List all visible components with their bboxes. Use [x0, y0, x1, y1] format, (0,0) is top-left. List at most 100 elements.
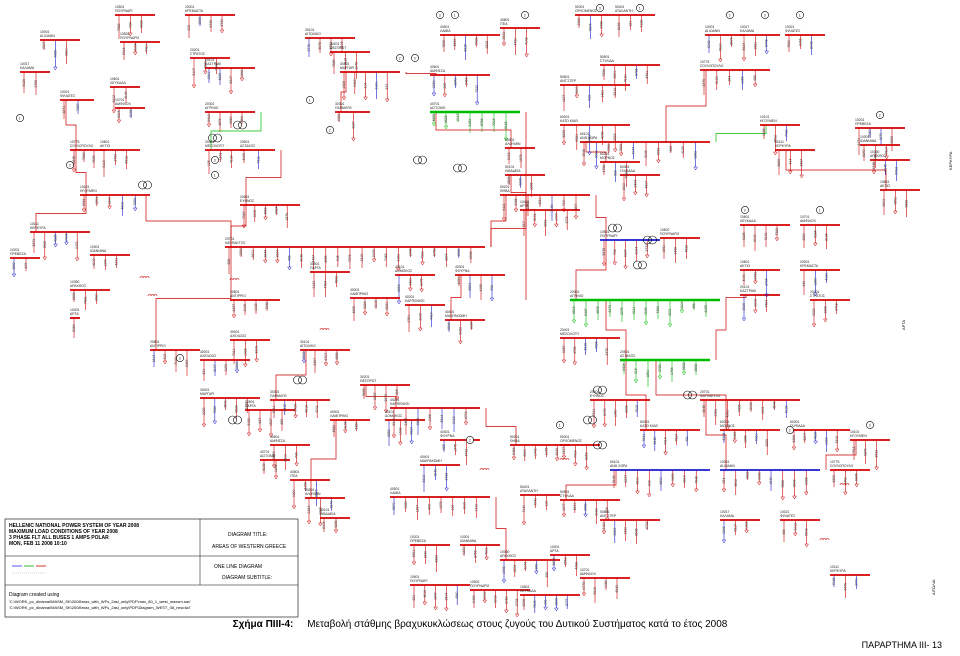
- bus-id: 10775: [830, 460, 840, 464]
- branch-value: 6943: [615, 585, 619, 593]
- branch-value: 8266: [792, 435, 796, 443]
- generator-number: 3: [869, 423, 871, 427]
- branch-value: 1426: [342, 81, 346, 89]
- branch-value: 5975: [318, 42, 322, 50]
- title-block: HELLENIC NATIONAL POWER SYSTEM OF YEAR 2…: [4, 518, 299, 618]
- branch-value: 7477: [562, 447, 566, 455]
- branch-value: 6945: [855, 473, 859, 481]
- bus-name: ΛΕΥΚΑΔΑ: [520, 589, 537, 593]
- branch-value: 3345: [883, 164, 887, 172]
- load-arrow-icon: [561, 359, 567, 364]
- bus-name: ΑΝΩ ΧΩΡΑ: [580, 136, 598, 140]
- branch-value: 2786: [600, 21, 604, 29]
- branch-value: 1624: [275, 250, 279, 258]
- branch-value: 1193: [224, 364, 228, 371]
- branch-value: 1231: [462, 547, 466, 555]
- transformer-icon: [643, 235, 652, 245]
- generator-icon: [866, 421, 874, 429]
- bus-name: ΑΛΟΥΜΙΝ: [305, 492, 321, 496]
- bus-id: 10350: [70, 280, 80, 284]
- branch-value: 4803: [120, 202, 124, 210]
- branch-value: 314: [364, 83, 368, 89]
- load-arrow-icon: [351, 137, 356, 142]
- branch-value: 7655: [53, 50, 57, 58]
- branch-value: 2848: [72, 156, 76, 164]
- bus-id: 40301: [440, 430, 450, 434]
- transformer-icon: [143, 180, 152, 190]
- branch-value: 8969: [245, 402, 249, 410]
- branch-value: 7190: [624, 74, 628, 82]
- branch-value: 1543: [644, 307, 648, 315]
- load-arrow-icon: [318, 522, 323, 527]
- bus-name: ΑΤΑΛΑΝΤΗ: [615, 9, 633, 13]
- branch-value: 3326: [318, 507, 322, 515]
- load-arrow-icon: [561, 455, 567, 460]
- branch-value: 7410: [145, 44, 149, 52]
- branch-value: 125: [207, 160, 211, 166]
- reactor-icon: [819, 538, 824, 541]
- transmission-line: [365, 385, 397, 408]
- branch-value: 7077: [632, 147, 636, 155]
- branch-value: 6912: [125, 156, 129, 164]
- branch-value: 7215: [492, 118, 496, 126]
- branch-value: 2035: [418, 313, 422, 321]
- branch-value: 7258: [133, 198, 137, 206]
- load-arrow-icon: [396, 267, 401, 272]
- branch-value: 7311: [257, 156, 261, 163]
- branch-value: 7960: [787, 40, 791, 48]
- reactor-icon: [147, 294, 152, 297]
- bus-id: 10301: [860, 135, 870, 139]
- generator-number: 3: [439, 13, 441, 17]
- load-arrow-icon: [601, 530, 607, 535]
- load-arrow-icon: [341, 96, 347, 101]
- bus-name: ΚΑΣΤΡΑΚΙ: [205, 62, 221, 66]
- branch-value: 1245: [274, 464, 278, 472]
- branch-value: 2658: [694, 364, 698, 372]
- branch-value: 3810: [65, 48, 69, 56]
- branch-value: 1619: [463, 502, 467, 510]
- bus-id: 10401: [520, 200, 530, 204]
- branch-value: 606: [647, 480, 651, 486]
- branch-value: 7282: [213, 406, 217, 414]
- load-arrow-icon: [53, 243, 58, 248]
- branch-value: 5086: [832, 577, 836, 585]
- branch-value: 7382: [625, 171, 629, 179]
- branch-value: 6786: [634, 68, 638, 76]
- load-arrow-icon: [834, 448, 840, 453]
- branch-value: 4271: [115, 258, 119, 266]
- load-arrow-icon: [581, 162, 587, 167]
- bus-name: ΑΙ.ΙΩΑΝΝ: [705, 29, 720, 33]
- generator-number: 1: [819, 208, 821, 212]
- bus-id: 10775: [700, 60, 710, 64]
- branch-value: 3224: [363, 301, 367, 309]
- branch-value: 4743: [465, 449, 469, 457]
- bus-id: 40501: [390, 487, 400, 491]
- branch-value: 2323: [613, 528, 617, 536]
- bus-name: ΑΙΤΩΛΙΚΟ: [305, 32, 321, 36]
- caption-text: Μεταβολή στάθμης βραχυκυκλώσεως στους ζυ…: [307, 619, 728, 630]
- reactor-icon: [142, 276, 147, 279]
- branch-value: 2247: [373, 392, 377, 400]
- load-arrow-icon: [431, 122, 437, 127]
- load-arrow-icon: [422, 601, 428, 606]
- branch-value: 2264: [432, 80, 436, 88]
- branch-value: 1522: [43, 241, 47, 249]
- bus-name: ΣΤΡΑΤΟΣ: [810, 294, 825, 298]
- bus-name: ΠΟΥΡΝΑΡΙ: [410, 579, 427, 583]
- branch-value: 5978: [602, 248, 606, 256]
- bus-id: 20801: [230, 290, 240, 294]
- bus-name: ΣΤΡΑΤΟΣ: [190, 52, 205, 56]
- branch-value: 2593: [613, 133, 617, 141]
- load-arrow-icon: [53, 66, 58, 71]
- branch-value: 195: [451, 505, 455, 511]
- branch-value: 4858: [352, 306, 356, 314]
- bus-name: ΑΓΡΙΝΙΟ: [570, 294, 584, 298]
- branch-value: 736: [295, 452, 299, 458]
- branch-value: 2418: [283, 404, 287, 412]
- bus-name: ΗΓΟΥΜΕΝ: [850, 434, 867, 438]
- reactor-icon: [325, 328, 330, 331]
- branch-value: 8231: [385, 302, 389, 310]
- load-arrow-icon: [257, 428, 263, 433]
- bus-id: 30201: [360, 375, 370, 379]
- load-arrow-icon: [764, 50, 769, 55]
